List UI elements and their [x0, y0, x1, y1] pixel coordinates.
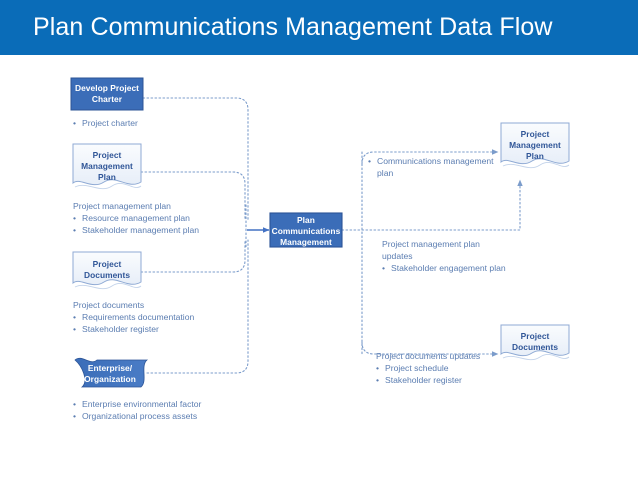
node-project-management-plan-output[interactable]	[500, 122, 570, 165]
list-item: Stakeholder management plan	[73, 224, 199, 236]
input-list-project-management-plan: Project management plan Resource managem…	[73, 200, 199, 237]
list-heading: Project management plan	[73, 201, 171, 211]
label-line: Project	[520, 129, 550, 139]
input-list-project-charter: Project charter	[73, 117, 138, 129]
label-project-management-plan-output: Project Management Plan	[501, 129, 569, 163]
list-item: Communications management	[368, 155, 494, 167]
input-list-project-documents: Project documents Requirements documenta…	[73, 299, 194, 336]
output-list-project-management-plan-updates: Project management plan updates Stakehol…	[382, 238, 506, 275]
doc-fold-pmp-input	[74, 183, 142, 190]
node-project-documents-input[interactable]	[72, 251, 142, 286]
label-project-documents-input: Project Documents	[73, 259, 141, 281]
label-line: Plan	[297, 215, 315, 225]
label-line: Management	[81, 161, 133, 172]
label-project-management-plan-input: Project Management Plan	[73, 150, 141, 184]
title-bar	[0, 0, 638, 55]
list-item: Project charter	[73, 117, 138, 129]
label-line: Enterprise/	[87, 363, 133, 373]
label-line: Charter	[91, 94, 123, 105]
list-item: Organizational process assets	[73, 410, 201, 422]
node-develop-project-charter[interactable]	[70, 77, 144, 111]
connector-pmp-updates-to-pmp-out	[361, 179, 523, 231]
list-item: Resource management plan	[73, 212, 199, 224]
list-heading-cont: updates	[382, 251, 413, 262]
list-item: Stakeholder register	[73, 323, 194, 335]
list-heading: Project documents updates	[376, 351, 481, 361]
label-project-documents-output: Project Documents	[501, 331, 569, 353]
list-heading: Project documents	[73, 300, 145, 310]
list-item-cont: plan	[377, 168, 394, 179]
label-line: Communications	[271, 226, 341, 237]
doc-fold-pd-output	[502, 354, 570, 361]
node-project-documents-output[interactable]	[500, 324, 570, 357]
connector-pd-in-to-bus	[140, 239, 246, 273]
label-line: Project	[92, 150, 122, 160]
list-item: Stakeholder engagement plan	[382, 262, 506, 274]
node-plan-communications-management[interactable]	[269, 212, 343, 248]
label-develop-project-charter: Develop Project Charter	[71, 83, 143, 105]
label-line: Plan	[98, 172, 116, 183]
output-list-communications-management-plan: Communications management plan	[368, 155, 494, 179]
label-line: Project	[520, 331, 550, 341]
label-line: Documents	[511, 342, 559, 353]
label-line: Plan	[526, 151, 544, 162]
input-list-enterprise-organization: Enterprise environmental factor Organiza…	[73, 398, 201, 423]
connector-eo-to-bus	[146, 239, 249, 374]
list-item: Enterprise environmental factor	[73, 398, 201, 410]
label-plan-communications-management: Plan Communications Management	[270, 215, 342, 249]
output-list-project-documents-updates: Project documents updates Project schedu…	[376, 350, 480, 387]
doc-fold-pmp-output	[502, 162, 570, 169]
label-line: Management	[280, 237, 332, 248]
label-line: Project	[92, 259, 122, 269]
label-line: Documents	[83, 270, 131, 281]
label-enterprise-organization: Enterprise/ Organization	[78, 363, 142, 385]
list-item: Requirements documentation	[73, 311, 194, 323]
node-enterprise-organization[interactable]	[74, 357, 149, 388]
list-heading: Project management plan	[382, 239, 480, 249]
doc-fold-pd-input	[74, 283, 142, 290]
connector-pmp-in-to-bus	[140, 171, 246, 221]
node-project-management-plan-input[interactable]	[72, 143, 142, 186]
list-item: Project schedule	[376, 362, 480, 374]
page-title: Plan Communications Management Data Flow	[33, 13, 553, 41]
label-line: Develop Project	[74, 83, 140, 93]
label-line: Management	[509, 140, 561, 151]
connector-charter-to-bus	[142, 97, 249, 221]
list-item: Stakeholder register	[376, 374, 480, 386]
label-line: Organization	[84, 374, 136, 385]
